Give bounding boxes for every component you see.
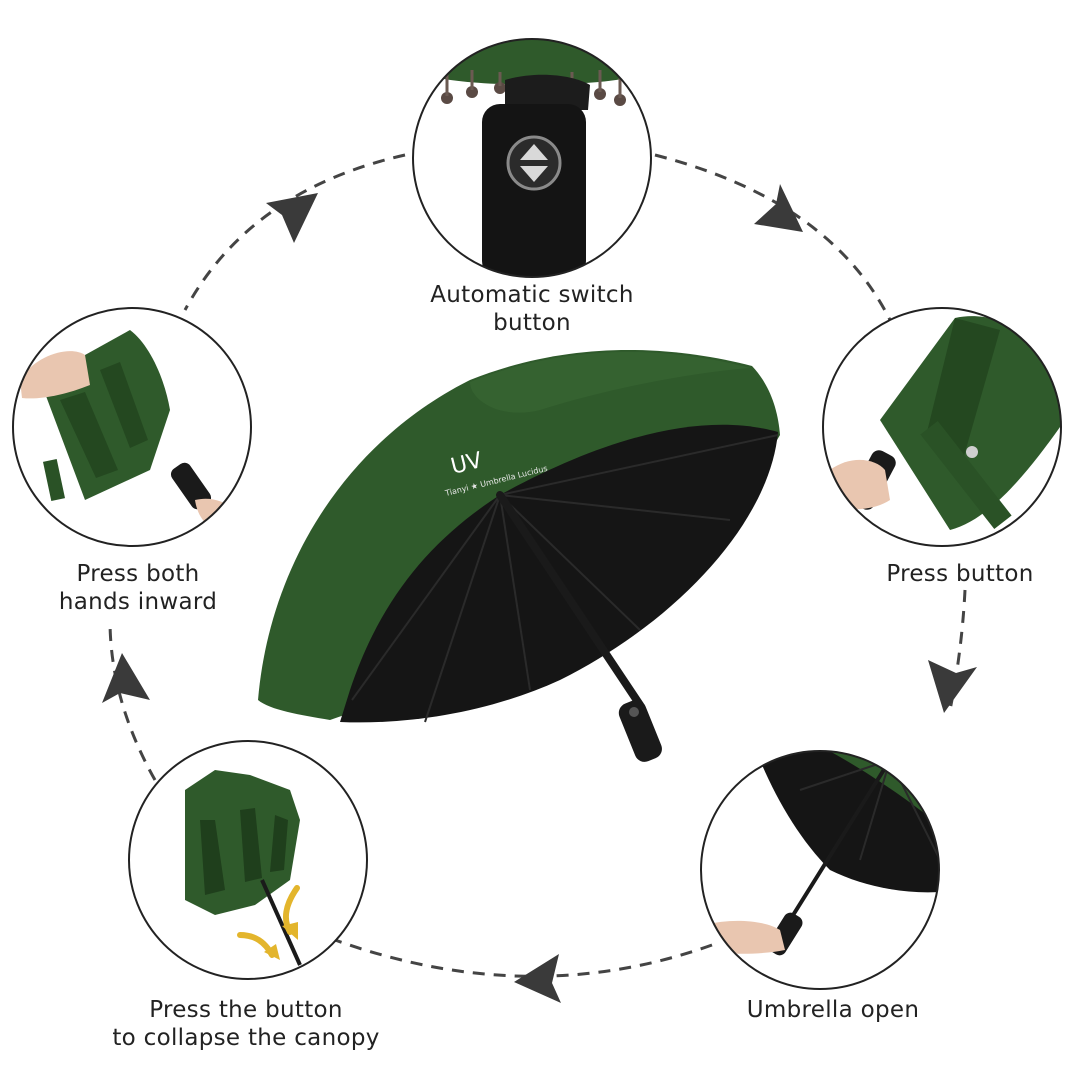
handle-body [482, 104, 586, 277]
canopy-top-highlight [470, 351, 750, 413]
button-arrow-down-icon [520, 166, 548, 182]
hand-bottom [195, 498, 240, 535]
label-line: to collapse the canopy [112, 1025, 380, 1051]
label-line: Automatic switch [430, 282, 634, 308]
label-line: button [493, 310, 571, 336]
canopy-folds [200, 808, 288, 895]
label-umbrella-open: Umbrella open [698, 996, 968, 1024]
step-circle-press-to-collapse [128, 740, 368, 980]
label-line: hands inward [58, 589, 218, 615]
step-circle-umbrella-open [700, 750, 940, 990]
umbrella-shaft [496, 491, 644, 709]
label-press-button: Press button [840, 560, 1080, 588]
label-line: Press the button [149, 997, 343, 1023]
strap [42, 458, 66, 502]
button-arrow-up-icon [520, 144, 548, 160]
label-line: Press both [76, 561, 200, 587]
strap-snap-icon [966, 446, 978, 458]
arrow-head-top-right-icon [754, 184, 803, 232]
label-automatic-switch-button: Automatic switch button [392, 281, 672, 337]
label-line: Umbrella open [746, 997, 920, 1023]
canopy-rib [351, 494, 501, 701]
label-line: Press button [886, 561, 1034, 587]
collapse-arrow-down-head-icon [282, 922, 298, 940]
label-press-to-collapse: Press the button to collapse the canopy [86, 996, 406, 1052]
hand [830, 459, 890, 510]
step-circle-press-button [822, 307, 1062, 547]
canopy-rib [424, 494, 501, 723]
arrow-head-top-left-icon [266, 193, 318, 243]
label-press-both-hands: Press both hands inward [18, 560, 258, 616]
auto-switch-button-icon [506, 135, 562, 191]
hand-top [20, 351, 90, 399]
canopy-rib [499, 494, 731, 521]
canopy-rib [499, 494, 531, 691]
collapse-shaft [260, 879, 302, 966]
collapse-arrow-curve-head-icon [264, 944, 280, 960]
step-circle-press-both-hands [12, 307, 252, 547]
canopy-ribs [351, 434, 779, 723]
canopy-rib [499, 494, 641, 631]
handle-top [505, 74, 590, 110]
dash-segment-top-right [654, 153, 892, 321]
arrow-head-left-icon [102, 653, 150, 703]
arrow-head-right-icon [928, 660, 977, 713]
center-open-umbrella: UV Tianyi ★ Umbrella Lucidus [258, 349, 780, 762]
dash-segment-left [108, 619, 157, 781]
handle-button-icon [629, 707, 639, 717]
handle [170, 462, 212, 510]
dash-segment-bottom [334, 938, 713, 978]
strap [920, 420, 1012, 530]
canopy-rib [499, 434, 779, 496]
step-circle-automatic-switch [412, 38, 652, 278]
umbrella-handle [618, 699, 662, 762]
open-shaft [788, 758, 892, 922]
cycle-arrowheads [102, 184, 977, 1003]
arrow-head-bottom-icon [514, 954, 561, 1003]
